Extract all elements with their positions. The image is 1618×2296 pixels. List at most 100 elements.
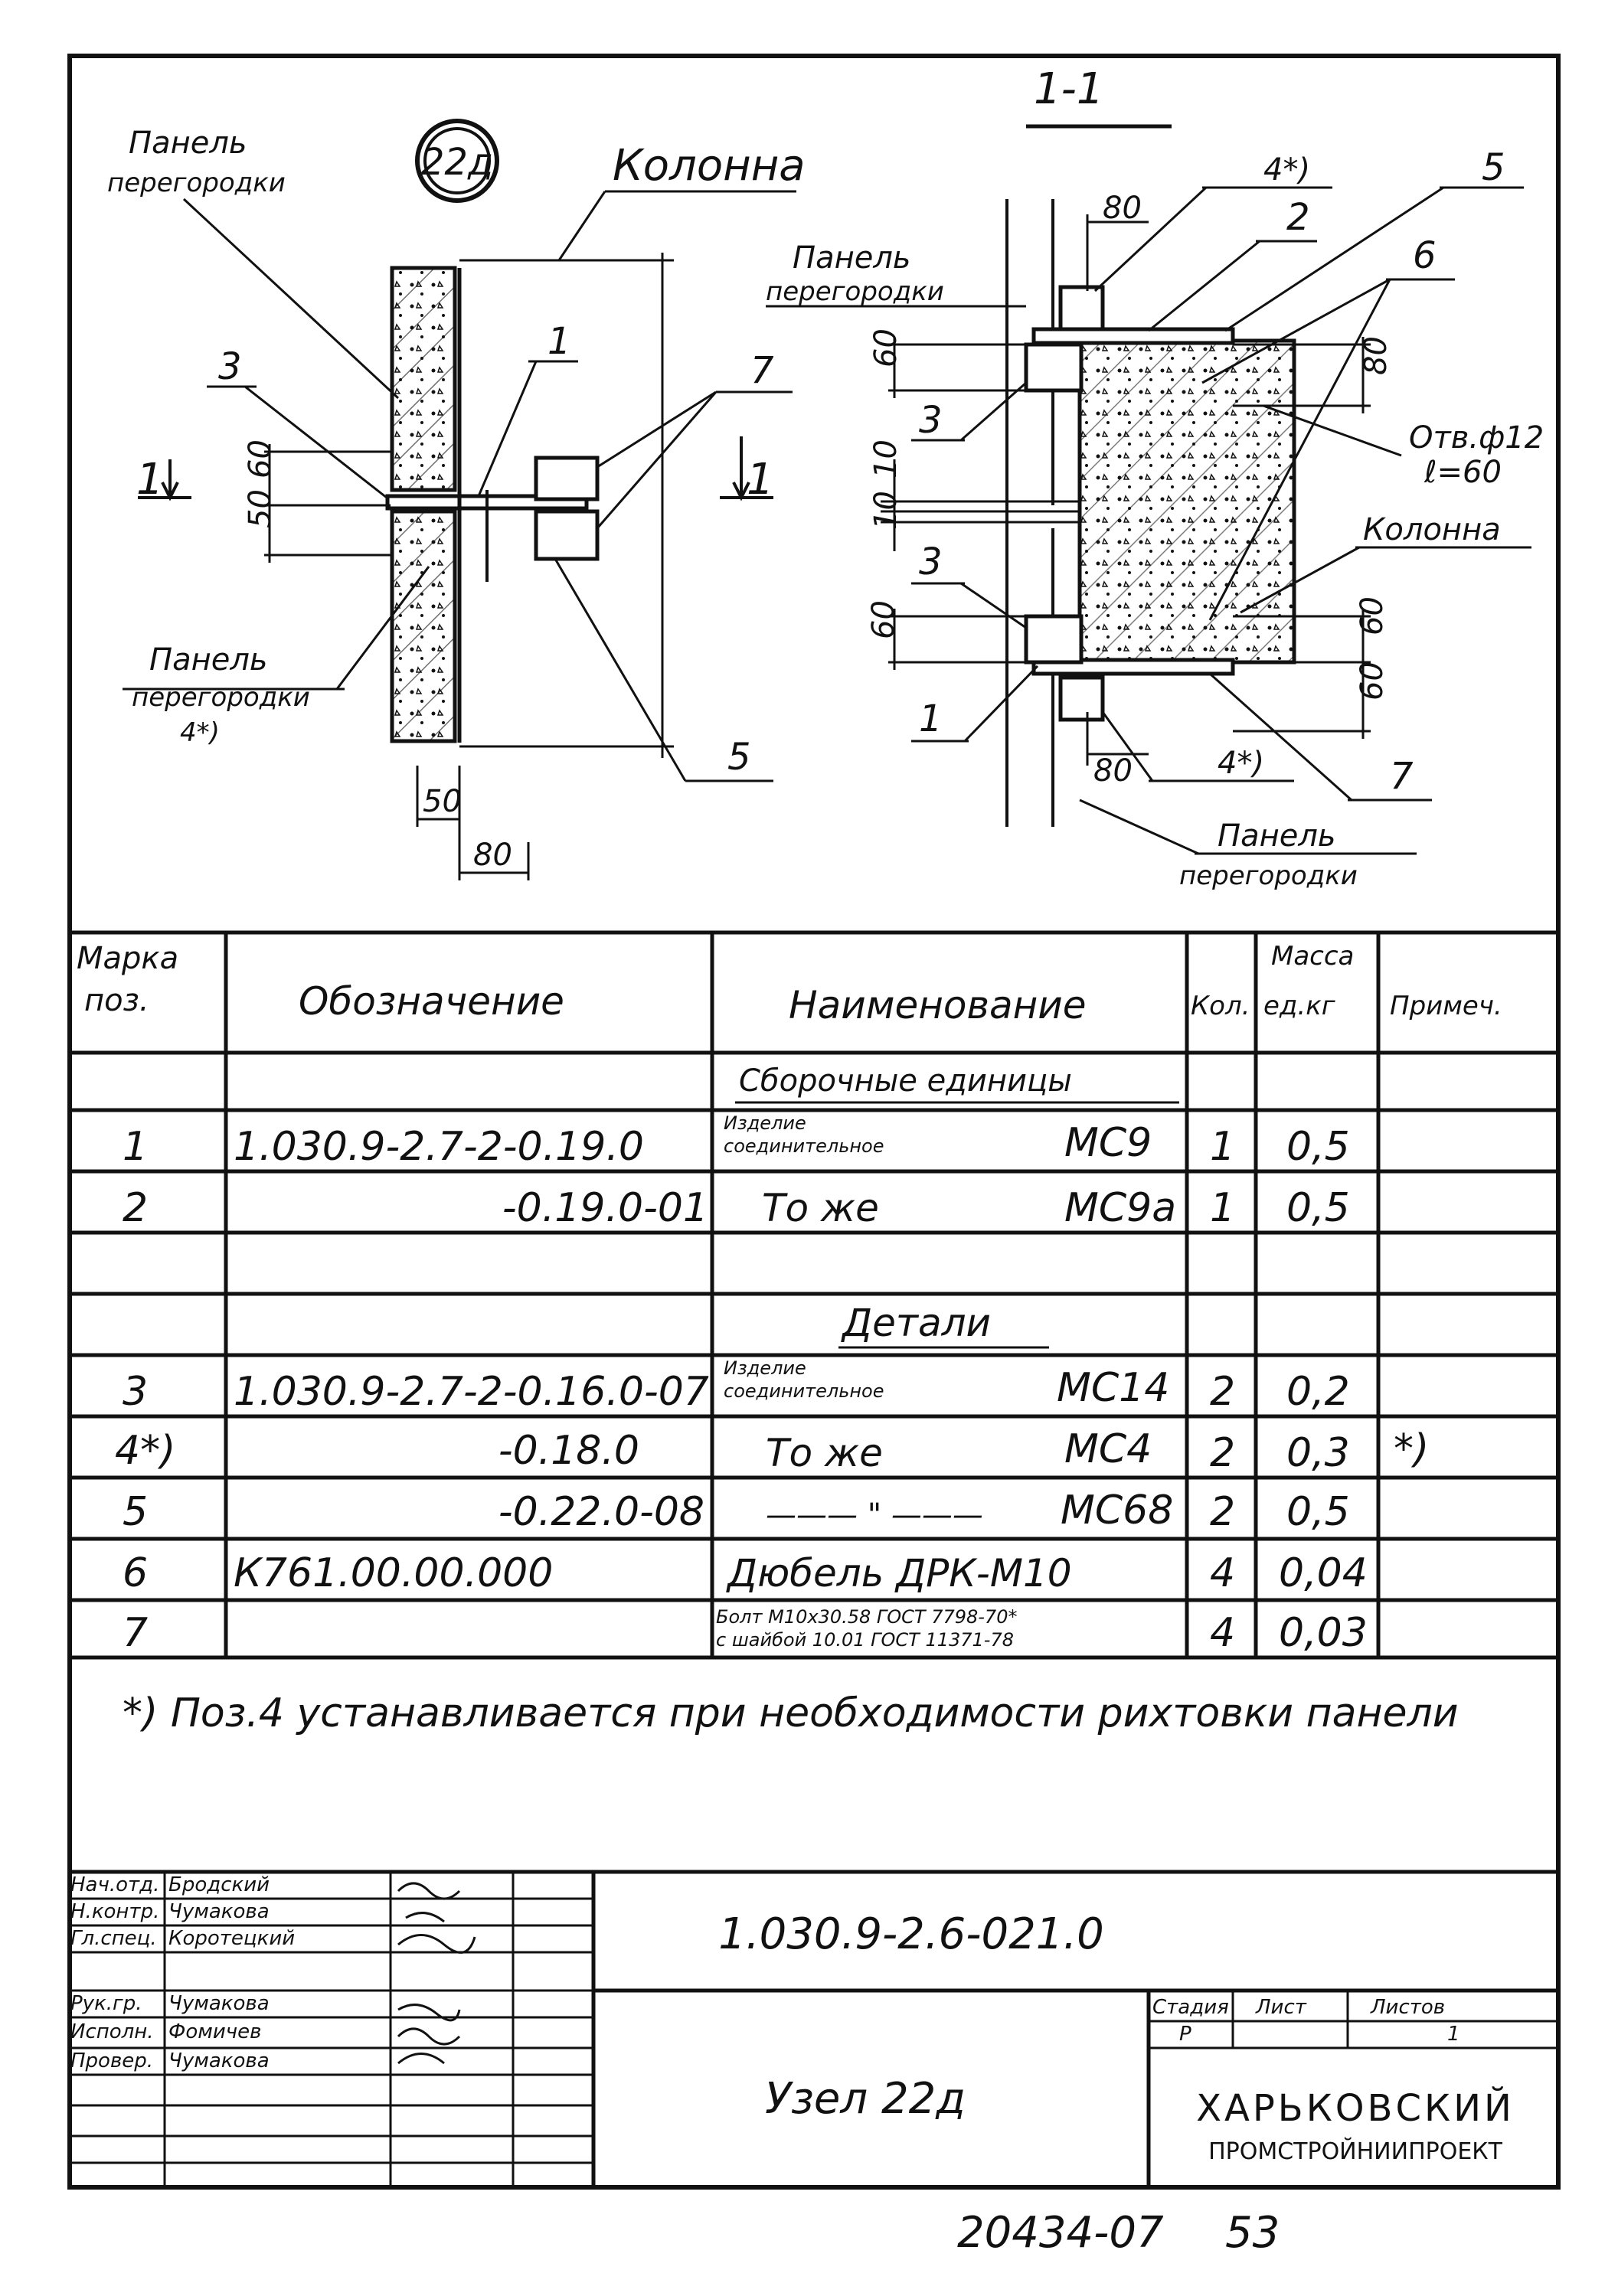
row1-qty: 1 (1210, 1124, 1235, 1170)
pos-3b-right: 3 (919, 541, 943, 583)
pos-4-bottom: 4*) (1218, 746, 1264, 781)
row4-mass: 0,3 (1286, 1430, 1350, 1476)
section-mark-left: 1 (136, 455, 164, 505)
part-3-upper (1024, 342, 1084, 393)
dim-80-bottom-right: 80 (1093, 753, 1133, 789)
row4-code: МС4 (1064, 1426, 1152, 1472)
dim-80-top: 80 (1103, 191, 1142, 226)
row5-designation: -0.22.0-08 (498, 1489, 704, 1535)
node-mark-label: 22д (421, 141, 493, 184)
header-note: Примеч. (1390, 991, 1502, 1021)
row1-name-1: Изделие (724, 1112, 806, 1134)
dim-60-right: 60 (1355, 596, 1390, 635)
row2-pos: 2 (123, 1185, 148, 1231)
sig-role-2: Н.контр. (70, 1900, 159, 1923)
dim-80-bottom: 80 (473, 838, 512, 873)
row4-qty: 2 (1210, 1430, 1235, 1476)
dim-50-bottom: 50 (423, 784, 462, 819)
row1-name-2: соединительное (724, 1135, 884, 1157)
label-panel-right-bottom-2: перегородки (1179, 861, 1358, 891)
header-qty: Кол. (1191, 991, 1250, 1021)
pos-1-right: 1 (919, 697, 943, 740)
row1-code: МС9 (1064, 1120, 1152, 1166)
part-4-upper (1058, 285, 1105, 331)
sig-role-6: Провер. (70, 2049, 153, 2072)
drawing-title: Узел 22д (765, 2074, 966, 2124)
signature-scribbles (397, 1882, 476, 2065)
sig-name-4: Чумакова (168, 1992, 270, 2015)
stage-label: Стадия (1152, 1996, 1229, 2019)
label-panel-right-top-2: перегородки (766, 276, 944, 307)
row6-designation: К761.00.00.000 (234, 1550, 553, 1596)
sig-name-5: Фомичев (168, 2020, 261, 2043)
section-assembly: Сборочные единицы (739, 1063, 1072, 1099)
section-title: 1-1 (1034, 64, 1103, 114)
row2-qty: 1 (1210, 1185, 1235, 1231)
org-line2: ПРОМСТРОЙНИИПРОЕКТ (1208, 2138, 1503, 2165)
section-view: 1-1 60 10 10 60 80 (766, 64, 1544, 891)
pos-2-right: 2 (1286, 196, 1310, 239)
left-view: 22д 1 1 60 50 (107, 119, 806, 880)
pos-3-left: 3 (218, 345, 242, 388)
pos-3a-right: 3 (919, 399, 943, 442)
section-details: Детали (841, 1301, 991, 1345)
row3-name-2: соединительное (724, 1380, 884, 1402)
row6-qty: 4 (1210, 1550, 1235, 1596)
row2-code: МС9а (1064, 1185, 1176, 1231)
part-3-lower (1024, 614, 1084, 665)
label-panel-right-bottom-1: Панель (1218, 818, 1336, 854)
row5-name: ——— " ——— (766, 1497, 983, 1533)
pos-7-right: 7 (1390, 755, 1414, 798)
row4-designation: -0.18.0 (498, 1428, 639, 1474)
dim-80-right: 80 (1358, 336, 1394, 375)
row4-name: То же (766, 1431, 883, 1475)
org-line1: ХАРЬКОВСКИЙ (1196, 2086, 1515, 2130)
pos-4-top: 4*) (1263, 152, 1310, 188)
row7-pos: 7 (123, 1610, 148, 1656)
sig-name-3: Коротецкий (168, 1927, 295, 1950)
label-panel-bottom-pos: 4*) (180, 717, 220, 748)
sig-role-3: Гл.спец. (70, 1927, 157, 1950)
row7-name-2: с шайбой 10.01 ГОСТ 11371-78 (716, 1629, 1014, 1651)
row2-designation: -0.19.0-01 (502, 1185, 708, 1231)
title-block (67, 1870, 1561, 2190)
sig-role-4: Рук.гр. (70, 1992, 142, 2015)
page-number: 53 (1225, 2208, 1280, 2258)
sheets-value: 1 (1447, 2023, 1460, 2046)
part-4-lower (1058, 675, 1105, 722)
row7-mass: 0,03 (1279, 1610, 1368, 1656)
dim-50-left: 50 (243, 489, 278, 528)
stage-value: Р (1179, 2023, 1191, 2046)
row5-pos: 5 (123, 1489, 148, 1535)
row7-name-1: Болт М10х30.58 ГОСТ 7798-70* (716, 1606, 1017, 1628)
header-mass-2: ед.кг (1263, 991, 1336, 1021)
dim-10a: 10 (868, 439, 904, 478)
plate-2 (1031, 327, 1235, 345)
row6-mass: 0,04 (1279, 1550, 1368, 1596)
pos-1-left: 1 (548, 320, 571, 363)
label-panel-top-2: перегородки (107, 168, 286, 198)
label-column-left: Колонна (613, 141, 806, 191)
header-designation: Обозначение (299, 979, 564, 1024)
row6-name: Дюбель ДРК-М10 (726, 1551, 1072, 1595)
pos-7-left: 7 (750, 349, 774, 392)
title-block-text: Нач.отд. Бродский Н.контр. Чумакова Гл.с… (70, 1873, 1515, 2165)
row4-note: *) (1394, 1426, 1429, 1472)
dim-60b: 60 (866, 600, 901, 639)
row3-mass: 0,2 (1286, 1369, 1350, 1415)
bolt-7-lower (534, 509, 600, 561)
row3-qty: 2 (1210, 1369, 1235, 1415)
dim-60a: 60 (868, 328, 904, 367)
row7-qty: 4 (1210, 1610, 1235, 1656)
dim-60-left: 60 (243, 439, 278, 478)
row1-designation: 1.030.9-2.7-2-0.19.0 (234, 1124, 644, 1170)
row5-code: МС68 (1061, 1488, 1173, 1533)
row2-name: То же (762, 1186, 879, 1230)
header-mass-1: Масса (1271, 941, 1354, 972)
label-panel-bottom-1: Панель (149, 642, 268, 678)
row1-pos: 1 (123, 1124, 148, 1170)
hole-label-1: Отв.ф12 (1409, 420, 1544, 456)
sig-name-1: Бродский (168, 1873, 270, 1896)
spec-table (67, 930, 1561, 1660)
document-code: 1.030.9-2.6-021.0 (718, 1909, 1104, 1959)
